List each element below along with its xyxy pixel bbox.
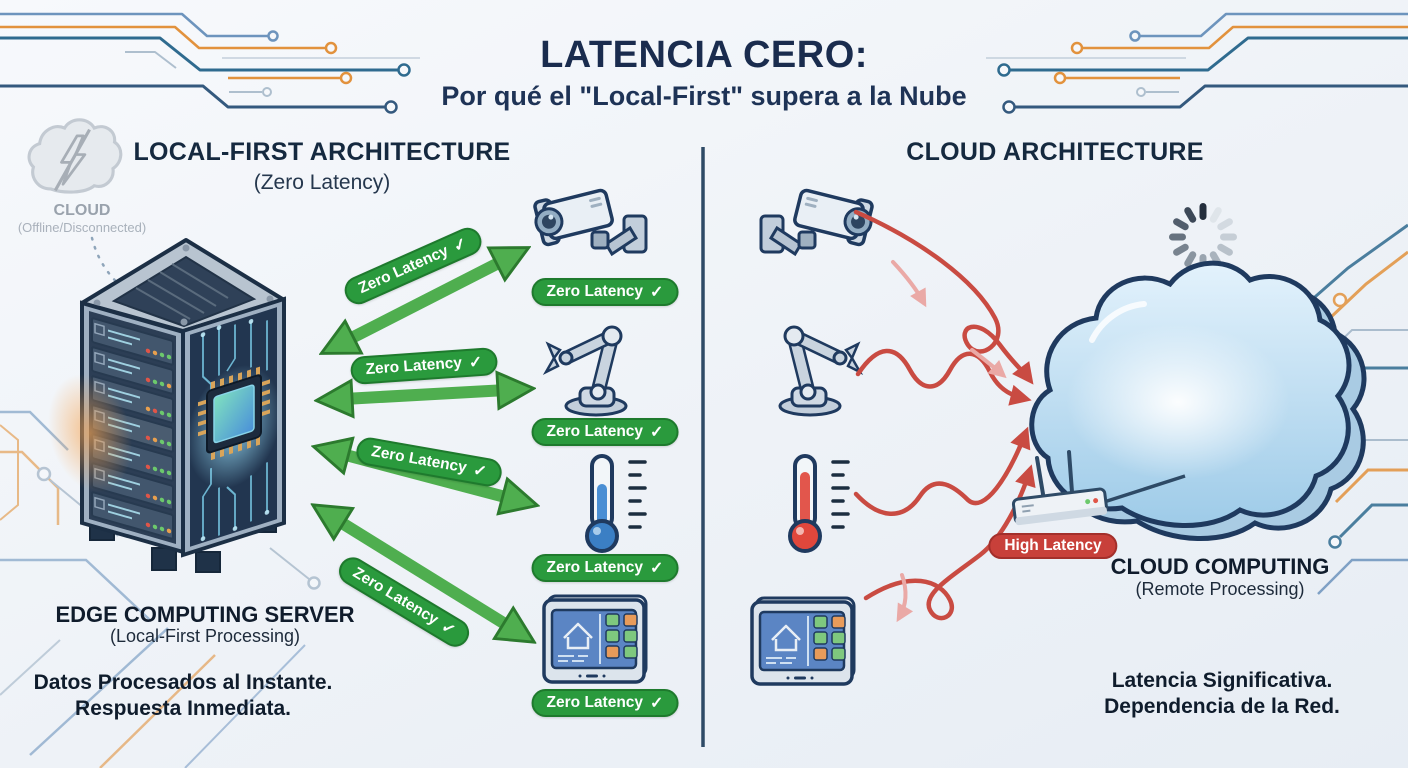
device-badge-panel: Zero Latency✓ (531, 689, 679, 717)
right-drawback-text: Latencia Significativa. Dependencia de l… (1104, 669, 1340, 718)
check-icon: ✓ (650, 560, 664, 577)
right-section-header: CLOUD ARCHITECTURE (906, 138, 1204, 166)
smart-panel-icon-right (750, 596, 856, 686)
left-section-header: LOCAL-FIRST ARCHITECTURE (133, 138, 511, 166)
left-benefit-text: Datos Procesados al Instante. Respuesta … (33, 671, 333, 720)
check-icon: ✓ (468, 353, 483, 372)
smart-panel-icon-left (542, 594, 648, 684)
page-title: LATENCIA CERO: Por qué el "Local-First" … (354, 34, 1054, 112)
device-badge-camera: Zero Latency✓ (531, 278, 679, 306)
router-icon (1011, 450, 1186, 526)
circuit-decoration-top-right (986, 12, 1408, 114)
check-icon: ✓ (650, 695, 664, 712)
check-icon: ✓ (650, 424, 664, 441)
circuit-decoration-top-left (0, 12, 420, 114)
robot-arm-icon-left (546, 327, 626, 415)
check-icon: ✓ (450, 234, 471, 256)
thermometer-icon-right (788, 454, 850, 553)
edge-server-illustration (48, 238, 286, 573)
offline-cloud-sublabel: (Offline/Disconnected) (17, 220, 147, 235)
high-latency-arrows (853, 209, 1036, 623)
server-sublabel: (Local-First Processing) (109, 626, 301, 646)
check-icon: ✓ (437, 618, 459, 640)
cloud-computing-sublabel: (Remote Processing) (1135, 579, 1305, 599)
thermometer-icon-left (585, 454, 647, 553)
device-badge-thermometer: Zero Latency✓ (531, 554, 679, 582)
offline-cloud-label: CLOUD (53, 202, 111, 219)
cloud-computing-label: CLOUD COMPUTING (1110, 554, 1330, 579)
security-camera-icon-left (529, 183, 648, 256)
robot-arm-icon-right (780, 327, 860, 415)
check-icon: ✓ (650, 284, 664, 301)
cloud-computing-illustration (1029, 260, 1367, 541)
title-main: LATENCIA CERO: (540, 34, 868, 76)
left-section-subheader: (Zero Latency) (253, 171, 391, 194)
high-latency-badge: High Latency (988, 533, 1118, 559)
server-label: EDGE COMPUTING SERVER (55, 602, 355, 627)
security-camera-icon-right (759, 183, 878, 256)
device-badge-robot: Zero Latency✓ (531, 418, 679, 446)
loading-spinner-icon (1169, 203, 1237, 271)
check-icon: ✓ (471, 461, 488, 482)
title-subtitle: Por qué el "Local-First" supera a la Nub… (441, 81, 967, 111)
